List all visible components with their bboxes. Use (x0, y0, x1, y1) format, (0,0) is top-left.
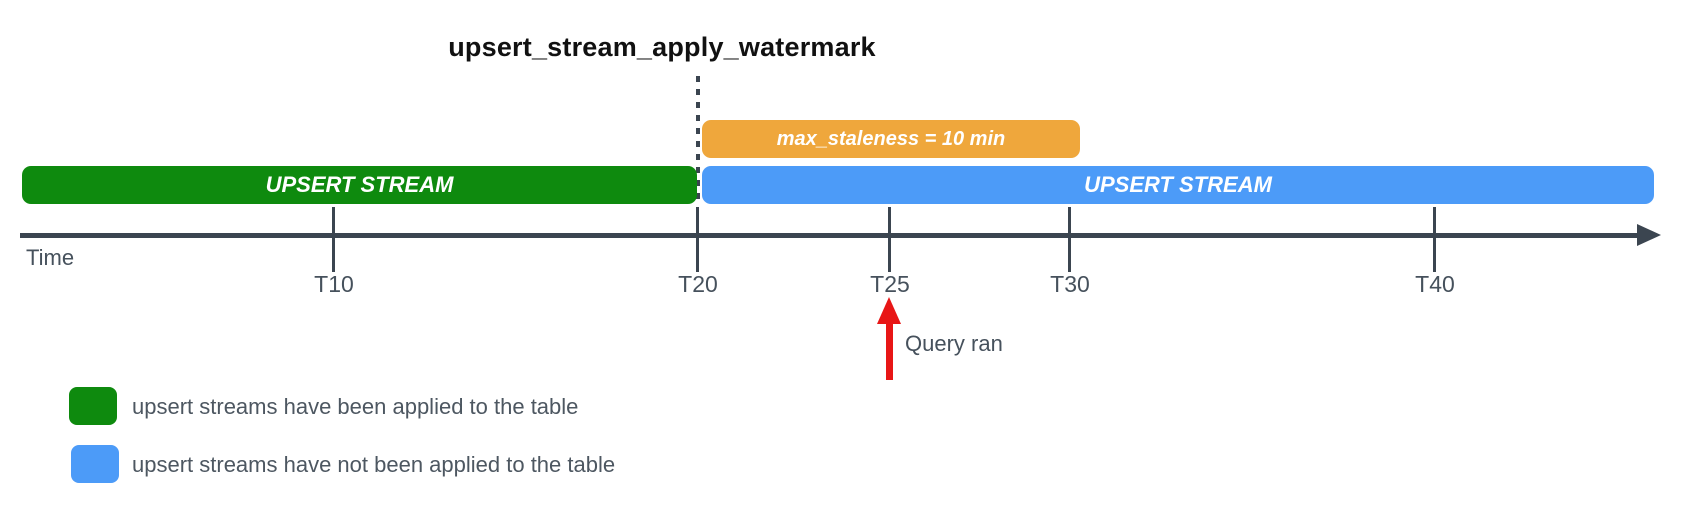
time-axis-line (20, 233, 1640, 238)
unapplied-upsert-stream-bar: UPSERT STREAM (702, 166, 1654, 204)
max-staleness-bar-label: max_staleness = 10 min (776, 127, 1006, 150)
tick-t20-label: T20 (678, 271, 718, 297)
tick-t30-line (1068, 207, 1071, 272)
tick-t40-label: T40 (1415, 271, 1455, 297)
tick-t40-line (1433, 207, 1436, 272)
applied-upsert-stream-bar-label: UPSERT STREAM (265, 172, 454, 197)
tick-t20-line (696, 207, 699, 272)
tick-t10-line (332, 207, 335, 272)
query-ran-arrow-shaft (886, 322, 893, 380)
applied-upsert-stream-bar: UPSERT STREAM (22, 166, 697, 204)
legend-swatch-applied (69, 387, 117, 425)
query-ran-label: Query ran (905, 331, 1003, 356)
watermark-dotted-line (696, 76, 700, 206)
max-staleness-bar: max_staleness = 10 min (702, 120, 1080, 158)
legend-label-applied: upsert streams have been applied to the … (132, 394, 579, 419)
unapplied-upsert-stream-bar-label: UPSERT STREAM (1084, 172, 1272, 197)
tick-t25-label: T25 (870, 271, 910, 297)
time-axis-arrowhead-icon (1637, 224, 1661, 246)
tick-t25-line (888, 207, 891, 272)
watermark-title: upsert_stream_apply_watermark (448, 32, 876, 62)
time-axis-label: Time (26, 245, 75, 270)
tick-t10-label: T10 (314, 271, 354, 297)
tick-t30-label: T30 (1050, 271, 1090, 297)
legend-label-not-applied: upsert streams have not been applied to … (132, 452, 616, 477)
legend-swatch-not-applied (71, 445, 119, 483)
query-ran-arrow-icon (877, 297, 901, 324)
